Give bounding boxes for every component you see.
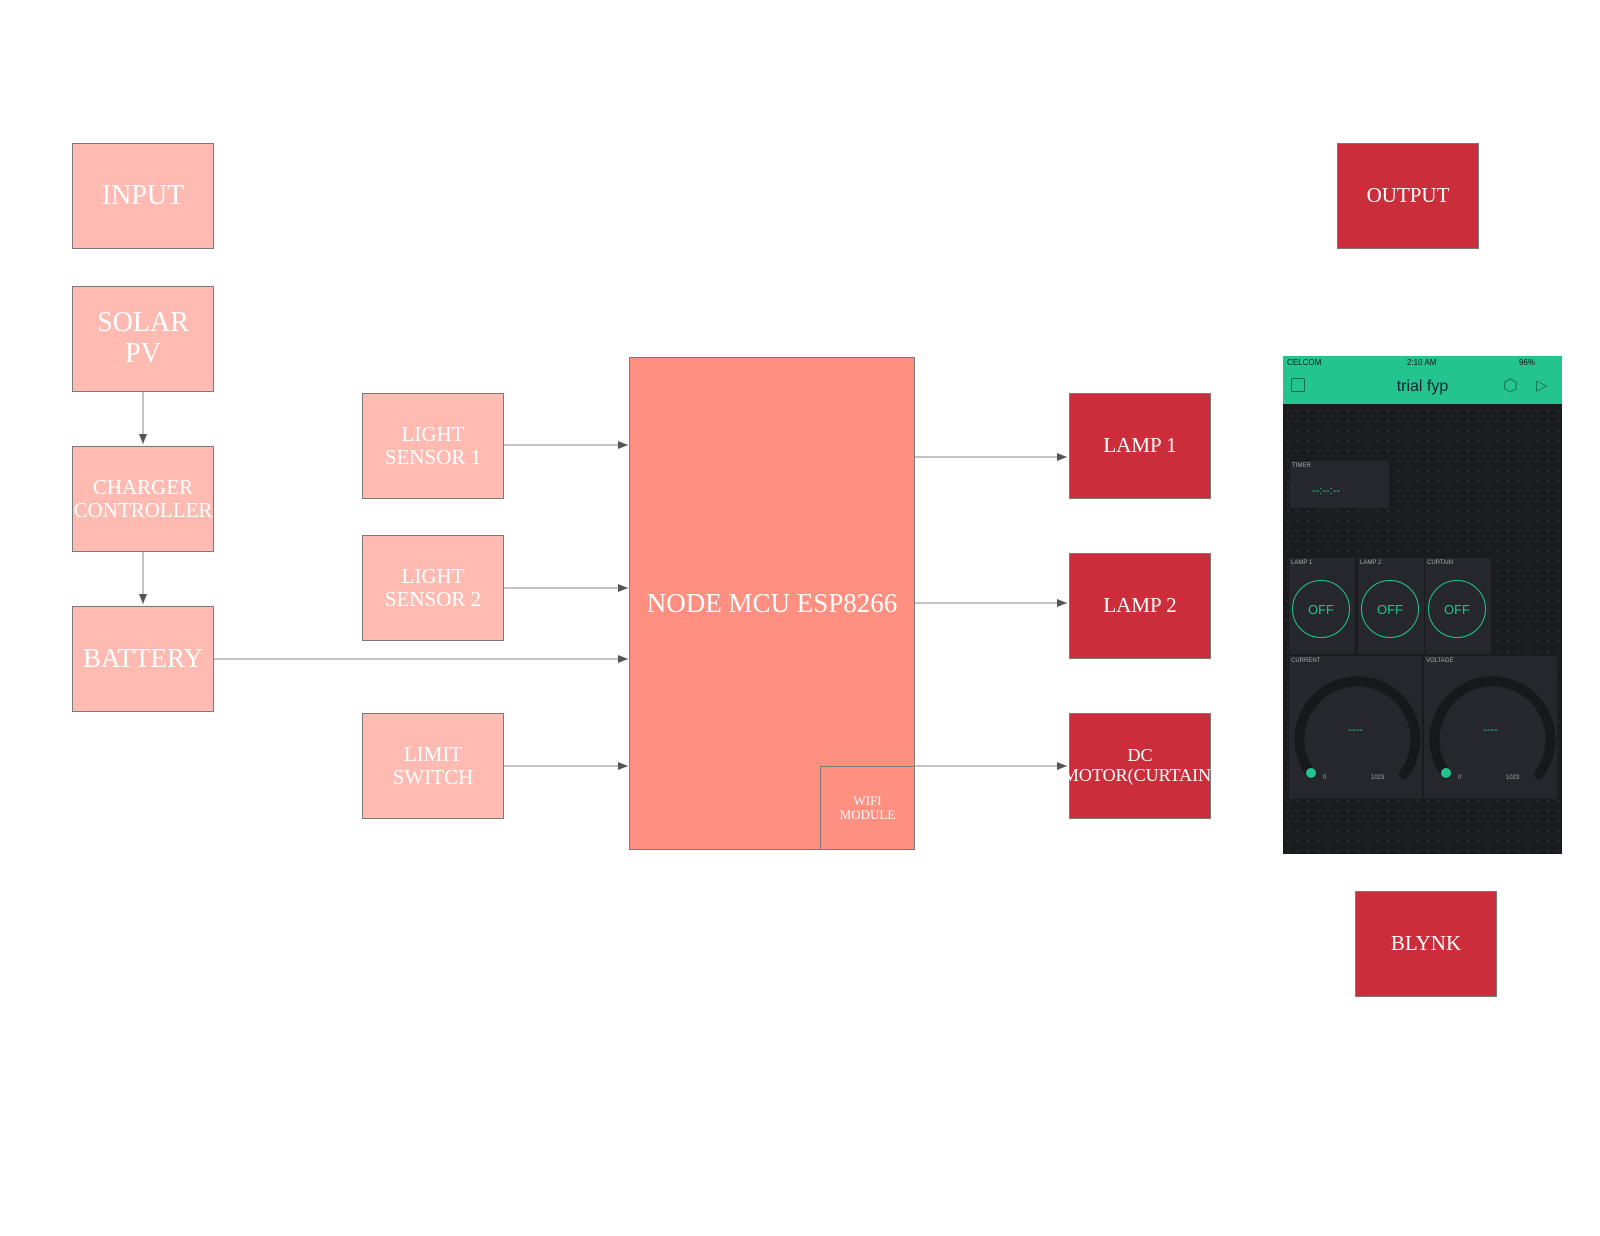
- blynk-label: BLYNK: [1355, 891, 1497, 997]
- status-bar: CELCOM 2:10 AM 96%: [1283, 356, 1562, 370]
- current-gauge: CURRENT ---- 0 1023: [1288, 655, 1423, 800]
- gauge-value: ----: [1348, 724, 1363, 736]
- gauge-min: 0: [1323, 775, 1327, 781]
- curtain-button[interactable]: CURTAIN OFF: [1424, 557, 1492, 655]
- lamp-2-block: LAMP 2: [1069, 553, 1211, 659]
- gauge-max: 1023: [1506, 775, 1520, 781]
- charger-controller-block: CHARGER CONTROLLER: [72, 446, 214, 552]
- gauge-label: CURRENT: [1291, 658, 1321, 664]
- back-icon[interactable]: [1291, 378, 1305, 392]
- node-mcu-title: NODE MCU ESP8266: [646, 587, 898, 618]
- timer-value: --:--:--: [1312, 485, 1341, 497]
- blynk-app-screenshot: CELCOM 2:10 AM 96% trial fyp ⬡ ▷ TIMER -…: [1283, 356, 1562, 854]
- lamp-1-button[interactable]: LAMP 1 OFF: [1288, 557, 1356, 655]
- project-title: trial fyp: [1396, 378, 1449, 395]
- settings-icon[interactable]: ⬡: [1503, 376, 1518, 395]
- app-header: trial fyp ⬡ ▷: [1283, 370, 1562, 404]
- light-sensor-1-block: LIGHT SENSOR 1: [362, 393, 504, 499]
- gauge-arc: [1429, 676, 1556, 779]
- gauge-value: ----: [1483, 724, 1498, 736]
- timer-label: TIMER: [1292, 463, 1311, 469]
- battery-block: BATTERY: [72, 606, 214, 712]
- button-label: LAMP 1: [1291, 560, 1313, 566]
- wifi-module-block: WIFI MODULE: [820, 766, 915, 850]
- button-state: OFF: [1292, 580, 1350, 638]
- lamp-2-button[interactable]: LAMP 2 OFF: [1357, 557, 1425, 655]
- input-label: INPUT: [72, 143, 214, 249]
- gauge-max: 1023: [1371, 775, 1385, 781]
- gauge-min: 0: [1458, 775, 1462, 781]
- light-sensor-2-block: LIGHT SENSOR 2: [362, 535, 504, 641]
- play-icon[interactable]: ▷: [1536, 377, 1548, 394]
- voltage-gauge: VOLTAGE ---- 0 1023: [1423, 655, 1558, 800]
- battery-level: 96%: [1519, 358, 1536, 367]
- limit-switch-block: LIMIT SWITCH: [362, 713, 504, 819]
- dc-motor-block: DC MOTOR(CURTAIN): [1063, 713, 1217, 819]
- button-state: OFF: [1428, 580, 1486, 638]
- carrier: CELCOM: [1287, 358, 1322, 367]
- button-label: LAMP 2: [1360, 560, 1382, 566]
- solar-pv-block: SOLAR PV: [72, 286, 214, 392]
- output-label: OUTPUT: [1337, 143, 1479, 249]
- clock: 2:10 AM: [1407, 358, 1437, 367]
- timer-widget[interactable]: TIMER --:--:--: [1289, 460, 1390, 509]
- button-label: CURTAIN: [1427, 560, 1454, 566]
- button-state: OFF: [1361, 580, 1419, 638]
- lamp-1-block: LAMP 1: [1069, 393, 1211, 499]
- gauge-label: VOLTAGE: [1426, 658, 1454, 664]
- gauge-arc: [1294, 676, 1421, 779]
